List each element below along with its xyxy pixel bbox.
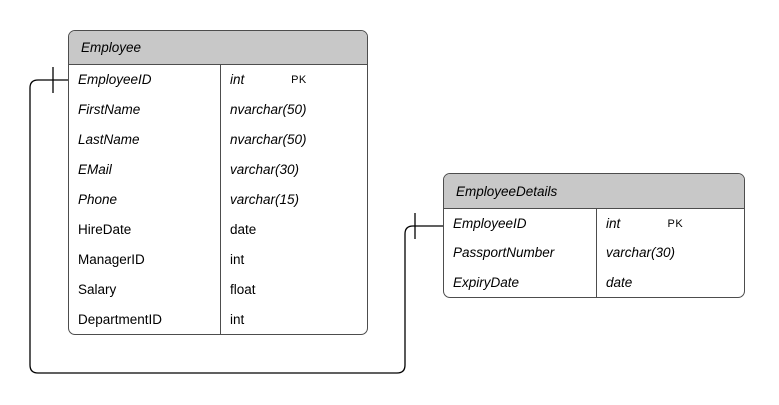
column-type: int PK xyxy=(596,209,744,239)
entity-table-employee[interactable]: Employee EmployeeID int PK FirstName nvarcha… xyxy=(68,30,368,335)
column-row-hiredate[interactable]: HireDate date xyxy=(69,214,367,245)
column-type-text: varchar(30) xyxy=(230,162,300,178)
column-name: PassportNumber xyxy=(453,245,555,261)
column-type-text: nvarchar(50) xyxy=(230,132,307,148)
column-type-text: int xyxy=(230,251,245,267)
column-type-text: nvarchar(50) xyxy=(230,102,307,118)
column-type-text: int xyxy=(230,311,245,327)
column-type-text: int xyxy=(606,216,621,232)
column-name: FirstName xyxy=(78,102,141,118)
column-name: DepartmentID xyxy=(78,311,163,327)
column-name: Salary xyxy=(78,281,117,297)
column-row-managerid[interactable]: ManagerID int xyxy=(69,244,367,275)
column-type: int xyxy=(220,244,367,275)
column-type: varchar(30) xyxy=(220,154,367,185)
column-name: HireDate xyxy=(78,221,132,237)
column-type: date xyxy=(220,214,367,245)
column-name: EmployeeID xyxy=(453,216,527,232)
column-type-text: varchar(30) xyxy=(606,245,676,261)
pk-badge: PK xyxy=(291,73,307,86)
entity-table-employeedetails[interactable]: EmployeeDetails EmployeeID int PK PassportN… xyxy=(443,173,745,298)
column-name: ExpiryDate xyxy=(453,274,520,290)
table-title-employeedetails[interactable]: EmployeeDetails xyxy=(444,174,744,209)
column-type-text: float xyxy=(230,281,256,297)
column-name: LastName xyxy=(78,132,140,148)
column-row-phone[interactable]: Phone varchar(15) xyxy=(69,184,367,215)
column-name: Phone xyxy=(78,192,118,207)
column-type: nvarchar(50) xyxy=(220,94,367,125)
relationship-line[interactable] xyxy=(29,79,443,374)
column-row-employeeid[interactable]: EmployeeID int PK xyxy=(444,209,744,239)
pk-badge: PK xyxy=(667,217,684,230)
column-type-text: int xyxy=(230,72,245,88)
column-type: varchar(30) xyxy=(596,238,744,268)
column-name: ManagerID xyxy=(78,251,145,267)
column-type: date xyxy=(596,267,744,297)
column-name: EMail xyxy=(78,162,112,178)
column-type: varchar(15) xyxy=(220,184,367,215)
column-row-expirydate[interactable]: ExpiryDate date xyxy=(444,267,744,297)
column-row-email[interactable]: EMail varchar(30) xyxy=(69,154,367,185)
column-type-text: varchar(15) xyxy=(230,192,300,207)
table-title-employee[interactable]: Employee xyxy=(69,31,367,65)
column-row-lastname[interactable]: LastName nvarchar(50) xyxy=(69,124,367,155)
column-row-salary[interactable]: Salary float xyxy=(69,274,367,305)
table-rows-employeedetails: EmployeeID int PK PassportNumber varchar(30)… xyxy=(444,209,744,297)
column-row-passportnumber[interactable]: PassportNumber varchar(30) xyxy=(444,238,744,268)
column-type: nvarchar(50) xyxy=(220,124,367,155)
column-type: float xyxy=(220,274,367,305)
column-row-firstname[interactable]: FirstName nvarchar(50) xyxy=(69,94,367,125)
column-type: int PK xyxy=(220,65,367,95)
column-name: EmployeeID xyxy=(78,72,152,88)
column-row-employeeid[interactable]: EmployeeID int PK xyxy=(69,65,367,95)
column-type-text: date xyxy=(230,221,257,237)
column-type-text: date xyxy=(606,274,633,290)
column-row-departmentid[interactable]: DepartmentID int xyxy=(69,304,367,334)
column-type: int xyxy=(220,304,367,334)
